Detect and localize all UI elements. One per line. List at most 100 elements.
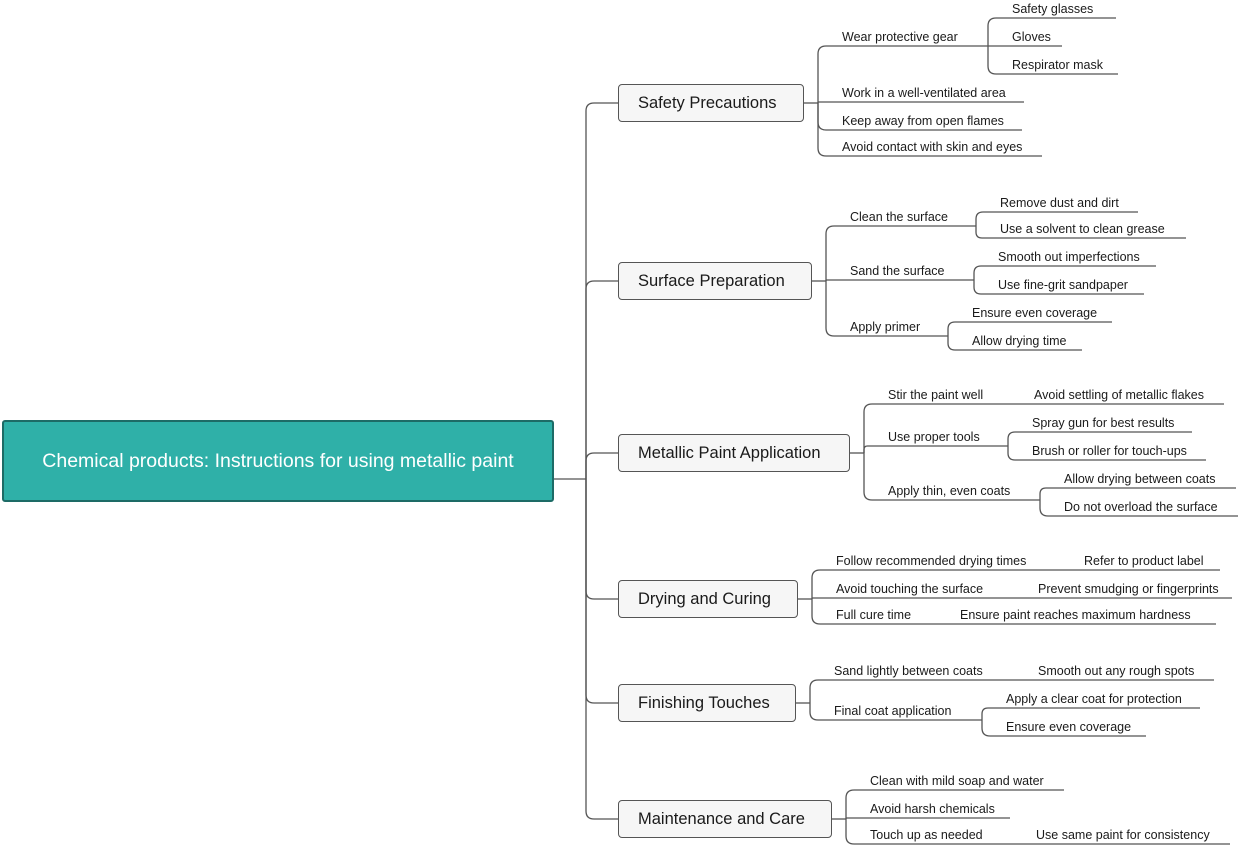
branch-1-item-1-sub-1[interactable]: Safety glasses	[1012, 1, 1093, 17]
connector-line	[585, 479, 618, 600]
connector-line	[947, 336, 1082, 351]
branch-2-label: Surface Preparation	[638, 272, 785, 290]
connector-line	[1039, 487, 1236, 500]
branch-3-item-3-sub-1[interactable]: Allow drying between coats	[1064, 471, 1215, 487]
connector-line	[817, 45, 988, 103]
connector-line	[585, 479, 618, 820]
branch-6-item-1[interactable]: Clean with mild soap and water	[870, 773, 1044, 789]
branch-1-item-2[interactable]: Work in a well-ventilated area	[842, 85, 1006, 101]
branch-1-item-1[interactable]: Wear protective gear	[842, 29, 958, 45]
branch-5-item-2[interactable]: Final coat application	[834, 703, 951, 719]
connector-line	[811, 569, 1060, 599]
branch-3-item-2-label: Use proper tools	[888, 430, 980, 444]
branch-2-item-3-sub-2-label: Allow drying time	[972, 334, 1067, 348]
branch-5-item-2-sub-2-label: Ensure even coverage	[1006, 720, 1132, 734]
connector-line	[987, 17, 1116, 46]
branch-1-item-4[interactable]: Avoid contact with skin and eyes	[842, 139, 1022, 155]
branch-1-item-1-sub-2[interactable]: Gloves	[1012, 29, 1051, 45]
root-topic-label: Chemical products: Instructions for usin…	[42, 450, 514, 472]
connector-line	[973, 280, 1144, 295]
branch-4-item-3[interactable]: Full cure time	[836, 607, 911, 623]
branch-6-item-3-sub-1[interactable]: Use same paint for consistency	[1036, 827, 1210, 843]
connector-line	[1039, 500, 1238, 517]
branch-1-item-2-label: Work in a well-ventilated area	[842, 86, 1006, 100]
branch-2-item-2-sub-2[interactable]: Use fine-grit sandpaper	[998, 277, 1128, 293]
branch-4-item-1-sub-1[interactable]: Refer to product label	[1084, 553, 1204, 569]
branch-2-item-3-label: Apply primer	[850, 320, 921, 334]
branch-2-item-1[interactable]: Clean the surface	[850, 209, 948, 225]
connector-line	[817, 101, 1024, 103]
connector-line	[585, 452, 618, 479]
connector-line	[845, 817, 1010, 819]
root-topic[interactable]: Chemical products: Instructions for usin…	[2, 420, 554, 502]
branch-2-item-2-sub-1[interactable]: Smooth out imperfections	[998, 249, 1140, 265]
connector-line	[585, 102, 618, 479]
branch-2-item-3-sub-1[interactable]: Ensure even coverage	[972, 305, 1097, 321]
branch-3-item-2-sub-2[interactable]: Brush or roller for touch-ups	[1032, 443, 1187, 459]
branch-4-item-2[interactable]: Avoid touching the surface	[836, 581, 983, 597]
branch-3-item-2-sub-2-label: Brush or roller for touch-ups	[1032, 444, 1187, 458]
branch-3-label: Metallic Paint Application	[638, 444, 821, 462]
branch-2-item-1-sub-1[interactable]: Remove dust and dirt	[1000, 195, 1119, 211]
branch-2-item-1-sub-1-label: Remove dust and dirt	[1000, 196, 1119, 210]
branch-3-item-1-label: Stir the paint well	[888, 388, 984, 402]
branch-3-item-3-sub-2[interactable]: Do not overload the surface	[1064, 499, 1218, 515]
branch-4[interactable]: Drying and Curing	[618, 580, 798, 618]
branch-1-item-1-sub-2-label: Gloves	[1012, 30, 1051, 44]
connector-line	[975, 211, 1138, 226]
branch-3-item-2-sub-1[interactable]: Spray gun for best results	[1032, 415, 1174, 431]
branch-4-item-2-label: Avoid touching the surface	[836, 582, 984, 596]
connector-line	[585, 479, 618, 704]
connector-line	[947, 321, 1112, 336]
branch-5-item-1[interactable]: Sand lightly between coats	[834, 663, 983, 679]
branch-4-item-1-label: Follow recommended drying times	[836, 554, 1027, 568]
branch-4-item-2-sub-1-label: Prevent smudging or fingerprints	[1038, 582, 1219, 596]
branch-6-label: Maintenance and Care	[638, 810, 805, 828]
connector-line	[863, 403, 1010, 453]
connector-line	[825, 281, 948, 337]
connector-line	[981, 707, 1200, 720]
branch-2-item-2-sub-2-label: Use fine-grit sandpaper	[998, 278, 1128, 292]
connector-line	[987, 46, 1118, 75]
branch-3-item-2-sub-1-label: Spray gun for best results	[1032, 416, 1175, 430]
branch-3-item-2[interactable]: Use proper tools	[888, 429, 980, 445]
branch-2-item-3[interactable]: Apply primer	[850, 319, 920, 335]
branch-2-item-2[interactable]: Sand the surface	[850, 263, 945, 279]
branch-4-item-1-sub-1-label: Refer to product label	[1084, 554, 1204, 568]
connector-line	[817, 103, 1042, 157]
branch-5-item-2-sub-2[interactable]: Ensure even coverage	[1006, 719, 1131, 735]
branch-3-item-3[interactable]: Apply thin, even coats	[888, 483, 1010, 499]
branch-3-item-3-label: Apply thin, even coats	[888, 484, 1011, 498]
branch-3-item-1-sub-1[interactable]: Avoid settling of metallic flakes	[1034, 387, 1204, 403]
branch-6-item-2[interactable]: Avoid harsh chemicals	[870, 801, 995, 817]
branch-5-item-1-sub-1[interactable]: Smooth out any rough spots	[1038, 663, 1194, 679]
connector-line	[863, 453, 1040, 501]
branch-1-item-3[interactable]: Keep away from open flames	[842, 113, 1004, 129]
branch-5[interactable]: Finishing Touches	[618, 684, 796, 722]
branch-6[interactable]: Maintenance and Care	[618, 800, 832, 838]
branch-2[interactable]: Surface Preparation	[618, 262, 812, 300]
connector-line	[1007, 431, 1192, 446]
branch-4-item-2-sub-1[interactable]: Prevent smudging or fingerprints	[1038, 581, 1219, 597]
connector-line	[825, 225, 976, 281]
branch-1[interactable]: Safety Precautions	[618, 84, 804, 122]
connector-line	[975, 226, 1186, 239]
branch-5-item-2-sub-1[interactable]: Apply a clear coat for protection	[1006, 691, 1182, 707]
connector-line	[1007, 446, 1206, 461]
branch-3[interactable]: Metallic Paint Application	[618, 434, 850, 472]
branch-4-item-3-sub-1[interactable]: Ensure paint reaches maximum hardness	[960, 607, 1191, 623]
branch-5-label: Finishing Touches	[638, 694, 770, 712]
branch-1-item-1-label: Wear protective gear	[842, 30, 958, 44]
branch-4-item-3-label: Full cure time	[836, 608, 912, 622]
connector-line	[809, 679, 1014, 703]
branch-1-item-1-sub-3[interactable]: Respirator mask	[1012, 57, 1103, 73]
branch-3-item-1[interactable]: Stir the paint well	[888, 387, 983, 403]
branch-3-item-1-sub-1-label: Avoid settling of metallic flakes	[1034, 388, 1204, 402]
branch-2-item-1-sub-2[interactable]: Use a solvent to clean grease	[1000, 221, 1165, 237]
branch-2-item-3-sub-2[interactable]: Allow drying time	[972, 333, 1066, 349]
branch-6-item-3[interactable]: Touch up as needed	[870, 827, 983, 843]
branch-2-item-3-sub-1-label: Ensure even coverage	[972, 306, 1098, 320]
branch-4-item-1[interactable]: Follow recommended drying times	[836, 553, 1026, 569]
